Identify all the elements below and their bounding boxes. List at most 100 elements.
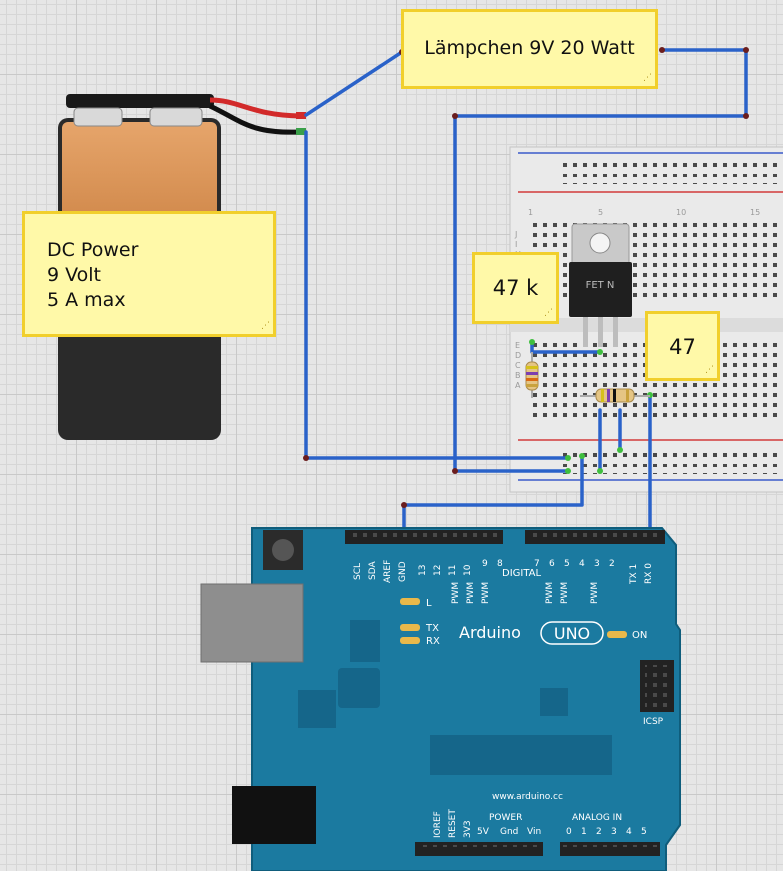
analog-header-label: ANALOG IN xyxy=(572,813,622,823)
mosfet-label: FET N xyxy=(586,280,615,291)
resistor-47-note[interactable]: 47 ⋰ xyxy=(645,311,720,381)
battery-note-line-3: 5 A max xyxy=(47,289,126,311)
mosfet-mounting-hole xyxy=(589,232,611,254)
pin-label-6: 6 xyxy=(549,559,555,569)
arduino-pcb xyxy=(251,527,681,871)
board-region-e xyxy=(430,735,612,775)
analog-pin-a4: 4 xyxy=(626,827,632,837)
column-number-15: 15 xyxy=(750,208,760,217)
note-resize-handle[interactable]: ⋰ xyxy=(544,308,553,318)
power-pin-5v: 5V xyxy=(477,827,490,837)
pwm-marker-6: PWM xyxy=(545,582,555,604)
pin-label-11: 11 xyxy=(448,565,458,576)
row-letter-i: I xyxy=(515,240,517,249)
battery-terminal-negative xyxy=(73,107,123,127)
power-pin-gnd: Gnd xyxy=(500,827,518,837)
battery-cap xyxy=(66,94,214,108)
note-resize-handle[interactable]: ⋰ xyxy=(643,73,652,83)
resistor-47k[interactable] xyxy=(525,352,539,398)
battery-note[interactable]: DC Power 9 Volt 5 A max ⋰ xyxy=(22,211,276,337)
analog-pin-a0: 0 xyxy=(566,827,572,837)
wire-ground-rail-to-arduino-gnd[interactable] xyxy=(402,454,584,550)
pin-label-13: 13 xyxy=(418,565,428,576)
battery-terminal-positive xyxy=(149,107,203,127)
resistor-47[interactable] xyxy=(580,388,650,403)
pwm-marker-10: PWM xyxy=(466,582,476,604)
pin-label-3: 3 xyxy=(594,559,600,569)
board-region-a xyxy=(350,620,380,662)
battery-note-line-2: 9 Volt xyxy=(47,264,102,286)
analog-pin-a2: 2 xyxy=(596,827,602,837)
power-pin-vin: Vin xyxy=(527,827,541,837)
arduino-brand: Arduino xyxy=(459,623,521,642)
breadboard-terminal-strip-upper xyxy=(530,220,783,300)
lamp-note-text: Lämpchen 9V 20 Watt xyxy=(424,37,635,59)
pin-label-aref: AREF xyxy=(383,560,393,583)
reset-button-cap xyxy=(272,539,294,561)
row-letter-j: J xyxy=(514,230,517,239)
power-pin-reset: RESET xyxy=(448,809,458,838)
pin-label-8: 8 xyxy=(497,559,503,569)
row-letter-d: D xyxy=(515,351,521,360)
pin-label-5: 5 xyxy=(564,559,570,569)
pin-label-rx0: RX 0 xyxy=(644,563,654,584)
breadboard-power-rail-top xyxy=(518,152,783,193)
analog-pin-a5: 5 xyxy=(641,827,647,837)
column-number-5: 5 xyxy=(598,208,603,217)
row-letter-e: E xyxy=(515,341,520,350)
wire-lamp-to-drain[interactable] xyxy=(453,48,748,473)
board-region-c xyxy=(298,690,336,728)
power-header-label: POWER xyxy=(489,813,522,823)
arduino-uno-board[interactable]: SCL SDA AREF GND 13 12 11 10 9 8 7 6 5 4… xyxy=(200,527,681,871)
wire-battery-plus-to-lamp[interactable] xyxy=(304,50,404,117)
battery-red-lead xyxy=(209,97,301,119)
column-number-10: 10 xyxy=(676,208,686,217)
board-region-b xyxy=(338,668,380,708)
pin-label-7: 7 xyxy=(534,559,540,569)
pwm-marker-9: PWM xyxy=(481,582,491,604)
digital-header-label: DIGITAL xyxy=(502,568,542,579)
row-letter-b: B xyxy=(515,371,521,380)
row-letter-c: C xyxy=(515,361,521,370)
analog-pin-a1: 1 xyxy=(581,827,587,837)
note-resize-handle[interactable]: ⋰ xyxy=(705,365,714,375)
pin-label-4: 4 xyxy=(579,559,585,569)
note-resize-handle[interactable]: ⋰ xyxy=(261,321,270,331)
pin-label-gnd: GND xyxy=(398,561,408,582)
pin-label-10: 10 xyxy=(463,564,473,576)
onboard-leds xyxy=(400,598,627,644)
icsp-label: ICSP xyxy=(643,717,664,727)
arduino-website: www.arduino.cc xyxy=(492,792,563,802)
pwm-marker-3: PWM xyxy=(590,582,600,604)
led-label-l: L xyxy=(426,598,432,609)
column-number-1: 1 xyxy=(528,208,533,217)
usb-connector xyxy=(200,583,304,663)
led-label-tx: TX xyxy=(425,623,439,634)
pwm-marker-11: PWM xyxy=(451,582,461,604)
power-pin-ioref: IOREF xyxy=(433,811,443,838)
pwm-marker-5: PWM xyxy=(560,582,570,604)
mosfet-transistor[interactable]: FET N xyxy=(569,223,632,347)
battery-note-line-1: DC Power xyxy=(47,239,139,261)
pin-label-scl: SCL xyxy=(353,563,363,580)
board-region-d xyxy=(540,688,568,716)
led-label-on: ON xyxy=(632,630,647,641)
row-letter-a: A xyxy=(515,381,521,390)
lamp-note[interactable]: Lämpchen 9V 20 Watt ⋰ xyxy=(401,9,658,89)
pin-label-sda: SDA xyxy=(368,561,378,580)
analog-pin-a3: 3 xyxy=(611,827,617,837)
power-jack xyxy=(232,786,316,844)
pin-label-tx1: TX 1 xyxy=(629,564,639,585)
resistor-47-note-text: 47 xyxy=(669,335,696,359)
pin-label-9: 9 xyxy=(482,559,488,569)
battery-black-lead xyxy=(208,103,301,135)
arduino-model: UNO xyxy=(554,624,590,643)
mosfet-body xyxy=(569,262,632,317)
uno-badge xyxy=(540,621,604,645)
led-label-rx: RX xyxy=(426,636,440,647)
pin-label-2: 2 xyxy=(609,559,615,569)
resistor-47k-note-text: 47 k xyxy=(492,276,539,300)
power-pin-3v3: 3V3 xyxy=(463,820,473,838)
resistor-47k-note[interactable]: 47 k ⋰ xyxy=(472,252,559,324)
